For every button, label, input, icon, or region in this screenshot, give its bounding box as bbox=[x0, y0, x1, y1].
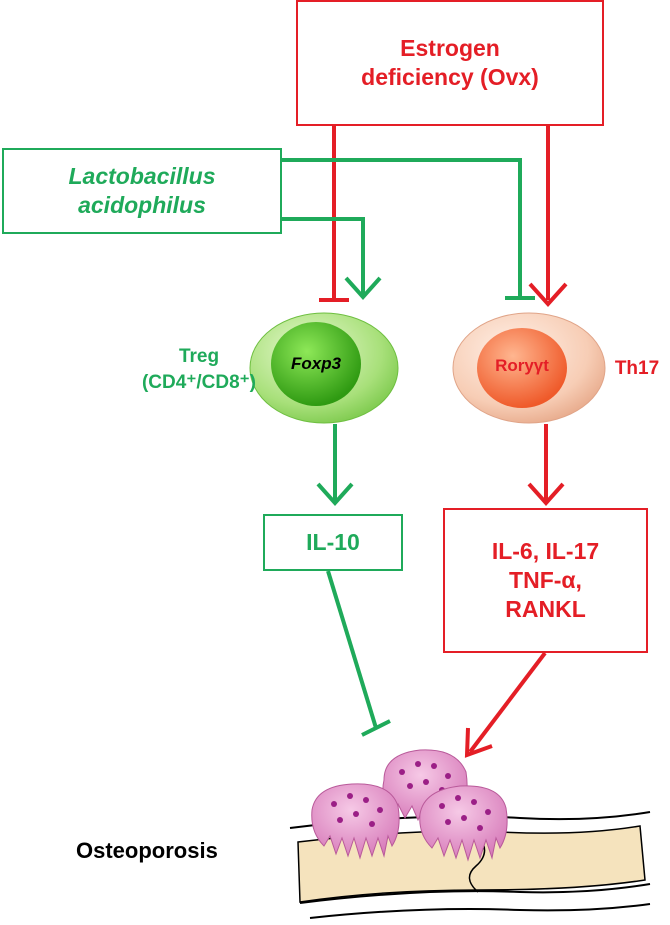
foxp3-marker: Foxp3 bbox=[290, 354, 342, 373]
cytokines-to-osteoclast-arrow-line bbox=[468, 651, 547, 754]
lactobacillus-to-th17-inhibition-line bbox=[282, 158, 522, 298]
estrogen-th17-arrowhead bbox=[528, 282, 568, 307]
treg-subtype: (CD4⁺/CD8⁺) bbox=[141, 372, 256, 393]
lactobacillus-box: Lactobacillus acidophilus bbox=[2, 148, 282, 234]
il10-osteoclast-inhibition-bar bbox=[361, 719, 391, 737]
cytokines-osteoclast-arrowhead bbox=[464, 727, 493, 758]
cytokines-line3: RANKL bbox=[505, 596, 586, 622]
lactobacillus-treg-arrowhead bbox=[344, 276, 382, 300]
il10-label: IL-10 bbox=[306, 529, 360, 555]
osteoporosis-label: Osteoporosis bbox=[76, 838, 218, 863]
th17-cytokines-arrowhead bbox=[527, 482, 565, 506]
lactobacillus-line2: acidophilus bbox=[78, 192, 206, 218]
estrogen-deficiency-box: Estrogen deficiency (Ovx) bbox=[296, 0, 604, 126]
th17-nucleus bbox=[477, 328, 567, 408]
treg-nucleus bbox=[271, 322, 361, 406]
cytokines-line1: IL-6, IL-17 bbox=[491, 538, 600, 564]
th17-label: Th17 bbox=[614, 358, 660, 379]
estrogen-line1: Estrogen bbox=[400, 35, 500, 61]
cytokines-box: IL-6, IL-17 TNF-α, RANKL bbox=[443, 508, 648, 653]
cytokines-line2: TNF-α, bbox=[509, 567, 582, 593]
osteoclast-cluster bbox=[311, 749, 508, 862]
lactobacillus-line1: Lactobacillus bbox=[68, 163, 216, 189]
estrogen-line2: deficiency (Ovx) bbox=[361, 64, 539, 90]
il10-to-osteoclast-inhibition-line bbox=[326, 570, 378, 729]
lactobacillus-to-treg-arrow-line bbox=[282, 217, 365, 294]
rorgt-marker: Roryγt bbox=[495, 356, 549, 375]
treg-label: Treg (CD4⁺/CD8⁺) bbox=[124, 344, 274, 396]
treg-name: Treg bbox=[178, 346, 220, 367]
il10-box: IL-10 bbox=[263, 514, 403, 571]
treg-il10-arrowhead bbox=[316, 482, 354, 506]
osteoclast-left bbox=[311, 783, 400, 860]
osteoclast-right bbox=[419, 785, 508, 862]
